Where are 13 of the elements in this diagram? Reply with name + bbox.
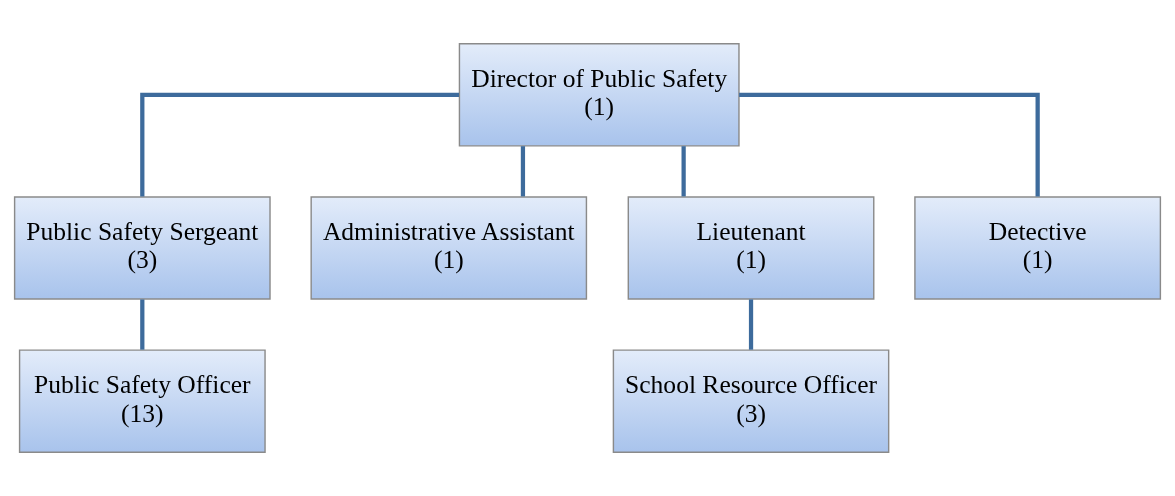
node-box: Public Safety Officer (13)	[18, 349, 266, 454]
node-box: Public Safety Sergeant (3)	[13, 196, 271, 300]
node-box: Detective (1)	[914, 196, 1162, 300]
connector	[140, 299, 145, 350]
node-box: Administrative Assistant (1)	[310, 196, 588, 300]
node-box: Director of Public Safety (1)	[458, 42, 740, 147]
connector	[140, 92, 459, 197]
connector	[739, 92, 1040, 197]
connector	[748, 299, 754, 350]
node-box: School Resource Officer (3)	[612, 349, 890, 454]
connector	[681, 146, 686, 197]
node-box: Lieutenant (1)	[627, 196, 875, 300]
connector	[520, 146, 526, 197]
